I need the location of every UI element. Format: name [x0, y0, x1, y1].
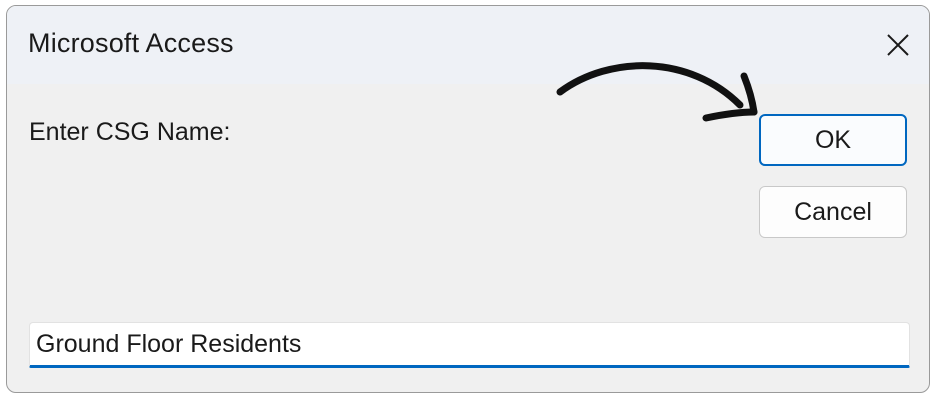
prompt-label: Enter CSG Name: [29, 118, 231, 146]
csg-name-input[interactable] [29, 322, 910, 368]
window-title: Microsoft Access [28, 28, 234, 58]
ok-button[interactable]: OK [759, 114, 907, 166]
cancel-button[interactable]: Cancel [759, 186, 907, 238]
title-bar: Microsoft Access [7, 6, 929, 84]
input-box-dialog: Microsoft Access Enter CSG Name: OK Canc… [6, 5, 930, 393]
close-button[interactable] [867, 6, 929, 84]
close-icon [887, 34, 909, 56]
